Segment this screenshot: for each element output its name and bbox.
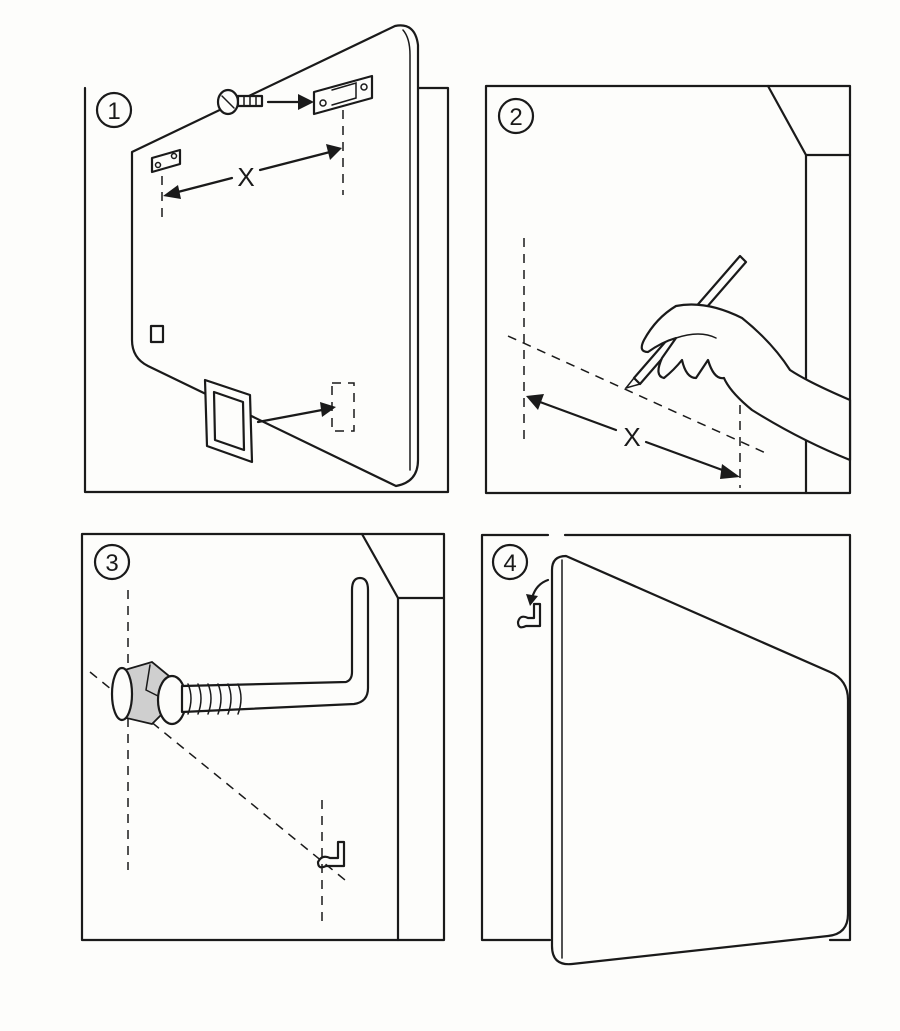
step-2-number: 2 xyxy=(509,104,522,131)
panel-step-3: 3 xyxy=(80,532,446,942)
dimension-arrow-x xyxy=(163,144,342,199)
l-hook-icon xyxy=(180,576,370,715)
dimension-label-x: X xyxy=(237,162,254,192)
wall-plug-icon xyxy=(110,661,188,726)
step-3-circle xyxy=(93,543,131,581)
panel-3-frame xyxy=(80,532,446,942)
cabinet-front xyxy=(550,554,850,966)
dimension-arrow-x-2 xyxy=(526,394,740,479)
panel-4-frame xyxy=(563,533,852,942)
step-2-circle xyxy=(497,97,535,135)
panel-4-frame-left xyxy=(480,533,552,942)
cabinet-back xyxy=(130,24,420,488)
curved-arrow-icon xyxy=(526,578,550,606)
panel-step-2: 2 X xyxy=(484,84,852,495)
panel-step-1: 1 xyxy=(83,24,450,494)
cabinet-edge xyxy=(402,29,411,471)
small-clip xyxy=(149,324,165,344)
wall-corner-3 xyxy=(360,532,446,600)
mounting-bracket-left xyxy=(150,148,182,174)
panel-1-frame xyxy=(83,86,450,494)
mounting-bracket-right xyxy=(312,74,374,116)
wall-hook xyxy=(516,602,542,629)
arrow-screw-to-bracket xyxy=(266,94,314,110)
hand-holding-pencil xyxy=(640,303,852,462)
dimension-label-x-2: X xyxy=(623,422,640,452)
wall-corner xyxy=(766,84,852,157)
step-1-number: 1 xyxy=(107,98,120,125)
step-4-circle xyxy=(491,543,529,581)
step-4-number: 4 xyxy=(503,550,516,577)
panel-step-4: 4 xyxy=(480,533,852,966)
panel-2-frame xyxy=(484,84,852,495)
step-1-circle xyxy=(95,91,133,129)
screw-icon xyxy=(216,88,264,116)
step-3-number: 3 xyxy=(105,550,118,577)
plate-target xyxy=(331,382,355,432)
installed-hook xyxy=(316,840,346,869)
backing-plate xyxy=(203,378,254,464)
hand-finger-line xyxy=(675,333,717,339)
